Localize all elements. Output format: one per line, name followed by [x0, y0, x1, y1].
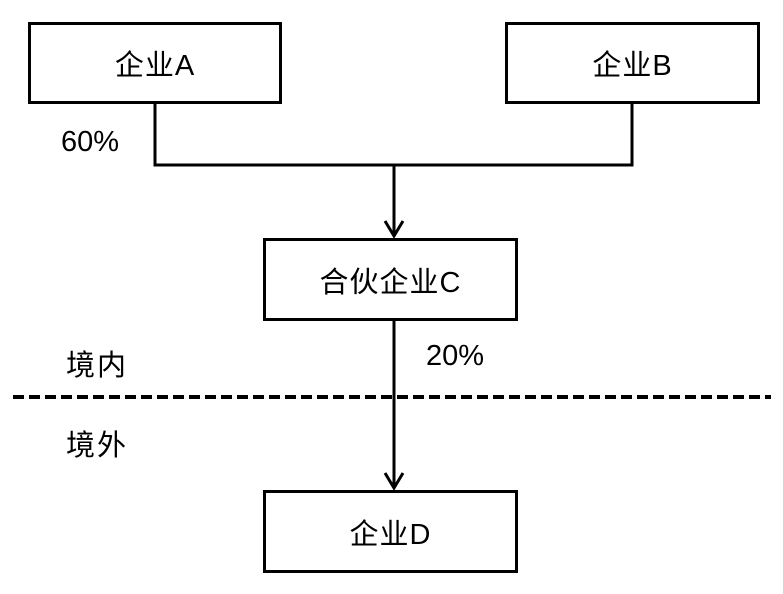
- node-company-d: 企业D: [263, 490, 518, 573]
- node-company-b: 企业B: [505, 22, 760, 104]
- arrowhead-to-c: [383, 220, 405, 239]
- edge-label-20-percent: 20%: [426, 340, 485, 372]
- node-partnership-c: 合伙企业C: [263, 238, 518, 321]
- node-company-d-label: 企业D: [349, 518, 432, 551]
- arrowhead-to-d: [383, 472, 405, 491]
- region-label-overseas: 境外: [66, 430, 129, 462]
- region-label-domestic: 境内: [66, 350, 129, 382]
- node-partnership-c-label: 合伙企业C: [319, 266, 462, 299]
- connector-a-b-bracket: [153, 103, 634, 167]
- node-company-b-label: 企业B: [592, 50, 673, 82]
- node-company-a: 企业A: [28, 22, 282, 104]
- node-company-a-label: 企业A: [114, 50, 196, 82]
- edge-label-60-percent: 60%: [61, 126, 120, 158]
